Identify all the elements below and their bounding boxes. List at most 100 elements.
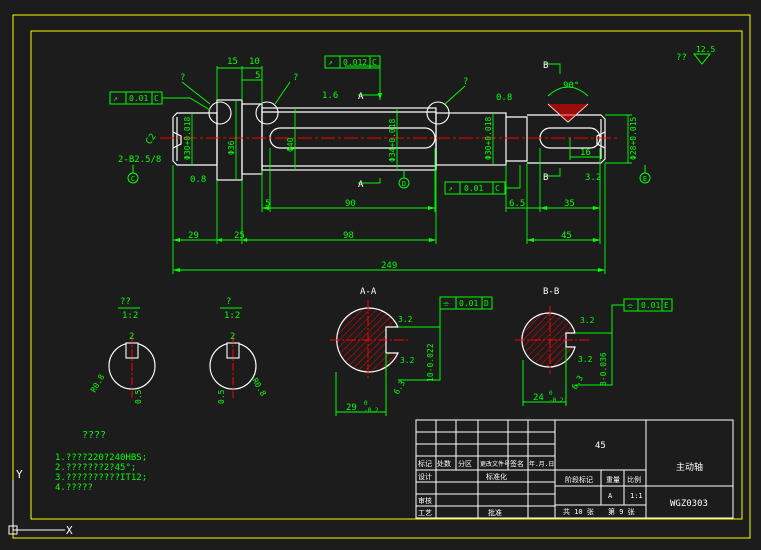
svg-text:C: C — [131, 175, 135, 183]
datum-letters: C D E — [131, 175, 647, 188]
svg-text:阶段标记: 阶段标记 — [565, 475, 593, 484]
svg-text:第 9 张: 第 9 张 — [608, 507, 635, 516]
svg-text:45: 45 — [561, 231, 572, 241]
dimension-arrows — [173, 93, 605, 272]
svg-text:Φ34+0.018: Φ34+0.018 — [388, 118, 397, 162]
svg-text:签名: 签名 — [510, 459, 524, 468]
svg-text:??: ?? — [120, 297, 131, 307]
svg-text:1.6: 1.6 — [322, 91, 338, 101]
svg-text:D: D — [402, 180, 406, 188]
ucs-x-label: X — [66, 524, 73, 537]
svg-text:3.2: 3.2 — [398, 315, 413, 324]
svg-text:↗: ↗ — [328, 58, 333, 67]
svg-text:3.2: 3.2 — [580, 316, 595, 325]
gdt-frame-top: ↗ 0.012 C — [324, 55, 381, 69]
svg-text:12.5: 12.5 — [696, 45, 715, 54]
svg-text:0.01: 0.01 — [459, 299, 478, 308]
surface-finish-note: ?? 12.5 — [676, 45, 715, 65]
main-view-labels: 15 10 5 ? ? ? 1.6 0.8 0.8 3.2 C2 2-B2.5/… — [118, 57, 638, 271]
dimension-lines — [162, 63, 632, 274]
svg-text:⌯: ⌯ — [627, 301, 634, 310]
svg-text:C: C — [372, 58, 377, 67]
svg-text:↗: ↗ — [448, 184, 453, 193]
svg-text:主动轴: 主动轴 — [676, 461, 703, 473]
svg-text:4.?????: 4.????? — [55, 483, 93, 493]
svg-text:处数: 处数 — [437, 459, 451, 468]
svg-text:?: ? — [463, 77, 468, 87]
ucs-icon — [8, 480, 65, 535]
svg-text:0: 0 — [549, 390, 553, 397]
svg-text:D: D — [484, 299, 489, 308]
svg-text:Φ30+0.018: Φ30+0.018 — [484, 116, 493, 160]
svg-text:90: 90 — [345, 199, 356, 209]
svg-text:0.8: 0.8 — [190, 175, 206, 185]
section-a-a: A-A ⌯ 0.01 D 3.2 3.2 6.3 29 0 -0.2 10-0.… — [330, 287, 493, 416]
svg-text:45: 45 — [595, 441, 606, 451]
svg-text:B: B — [543, 173, 548, 183]
svg-text:Φ28+0.015: Φ28+0.015 — [629, 116, 638, 160]
svg-text:A: A — [358, 92, 364, 102]
svg-text:90°: 90° — [563, 81, 579, 91]
svg-text:-0.2: -0.2 — [549, 397, 564, 404]
svg-text:审核: 审核 — [418, 496, 432, 505]
svg-text:共 10 张: 共 10 张 — [563, 507, 594, 516]
svg-text:8-0.036: 8-0.036 — [599, 352, 608, 386]
svg-text:批准: 批准 — [488, 508, 502, 517]
svg-text:?: ? — [293, 73, 298, 83]
svg-text:C: C — [495, 184, 500, 193]
svg-text:3.2: 3.2 — [578, 355, 593, 364]
svg-text:24: 24 — [533, 393, 544, 403]
svg-text:10-0.022: 10-0.022 — [426, 343, 435, 382]
svg-text:E: E — [664, 301, 669, 310]
svg-text:0.8: 0.8 — [496, 93, 512, 103]
svg-text:Φ40: Φ40 — [286, 137, 295, 152]
svg-text:2: 2 — [129, 332, 134, 342]
svg-text:2-B2.5/8: 2-B2.5/8 — [118, 155, 161, 165]
svg-text:3.??????????IT12;: 3.??????????IT12; — [55, 473, 147, 483]
svg-text:249: 249 — [381, 261, 397, 271]
svg-text:B: B — [543, 61, 548, 71]
svg-text:年.月.日: 年.月.日 — [529, 460, 554, 468]
ucs-y-label: Y — [16, 468, 23, 481]
svg-text:6.5: 6.5 — [509, 199, 525, 209]
svg-text:5: 5 — [265, 199, 270, 209]
svg-text:0.5: 0.5 — [217, 389, 226, 404]
gdt-frame-left: ↗ 0.01 C — [109, 91, 163, 105]
gdt-frame-bottom: ↗ 0.01 C — [444, 181, 506, 195]
svg-text:重量: 重量 — [606, 476, 620, 484]
svg-text:2: 2 — [230, 332, 235, 342]
datum-markers — [127, 165, 651, 189]
title-block-text: 45 主动轴 WGZ0303 标记 处数 分区 更改文件号 签名 年.月.日 设… — [418, 441, 708, 517]
svg-text:29: 29 — [346, 403, 357, 413]
svg-text:25: 25 — [234, 231, 245, 241]
svg-text:A-A: A-A — [360, 287, 377, 297]
svg-text:0.01: 0.01 — [129, 94, 148, 103]
section-b-v-marker — [547, 103, 589, 123]
svg-text:↗: ↗ — [113, 94, 118, 103]
svg-text:工艺: 工艺 — [418, 509, 432, 517]
svg-text:35: 35 — [564, 199, 575, 209]
svg-text:设计: 设计 — [418, 472, 432, 481]
detail-callout-circles — [208, 101, 450, 125]
svg-text:0.01: 0.01 — [464, 184, 483, 193]
svg-text:-0.2: -0.2 — [364, 407, 379, 414]
svg-text:E: E — [643, 175, 647, 183]
svg-text:Φ30+0.018: Φ30+0.018 — [183, 116, 192, 160]
svg-text:16: 16 — [580, 148, 591, 158]
svg-text:A: A — [608, 492, 613, 500]
svg-text:WGZ0303: WGZ0303 — [670, 499, 708, 509]
svg-text:分区: 分区 — [458, 459, 472, 468]
svg-text:0.012: 0.012 — [343, 58, 367, 67]
title-block — [415, 419, 734, 519]
svg-text:?: ? — [180, 73, 185, 83]
svg-text:?: ? — [226, 297, 231, 307]
svg-text:0: 0 — [364, 400, 368, 407]
svg-text:0.01: 0.01 — [641, 301, 660, 310]
svg-text:C: C — [154, 94, 159, 103]
svg-text:更改文件号: 更改文件号 — [480, 460, 510, 468]
svg-text:3.2: 3.2 — [585, 173, 601, 183]
sheet-frame — [12, 14, 751, 539]
svg-text:标记: 标记 — [418, 459, 432, 468]
svg-text:1:2: 1:2 — [122, 311, 138, 321]
